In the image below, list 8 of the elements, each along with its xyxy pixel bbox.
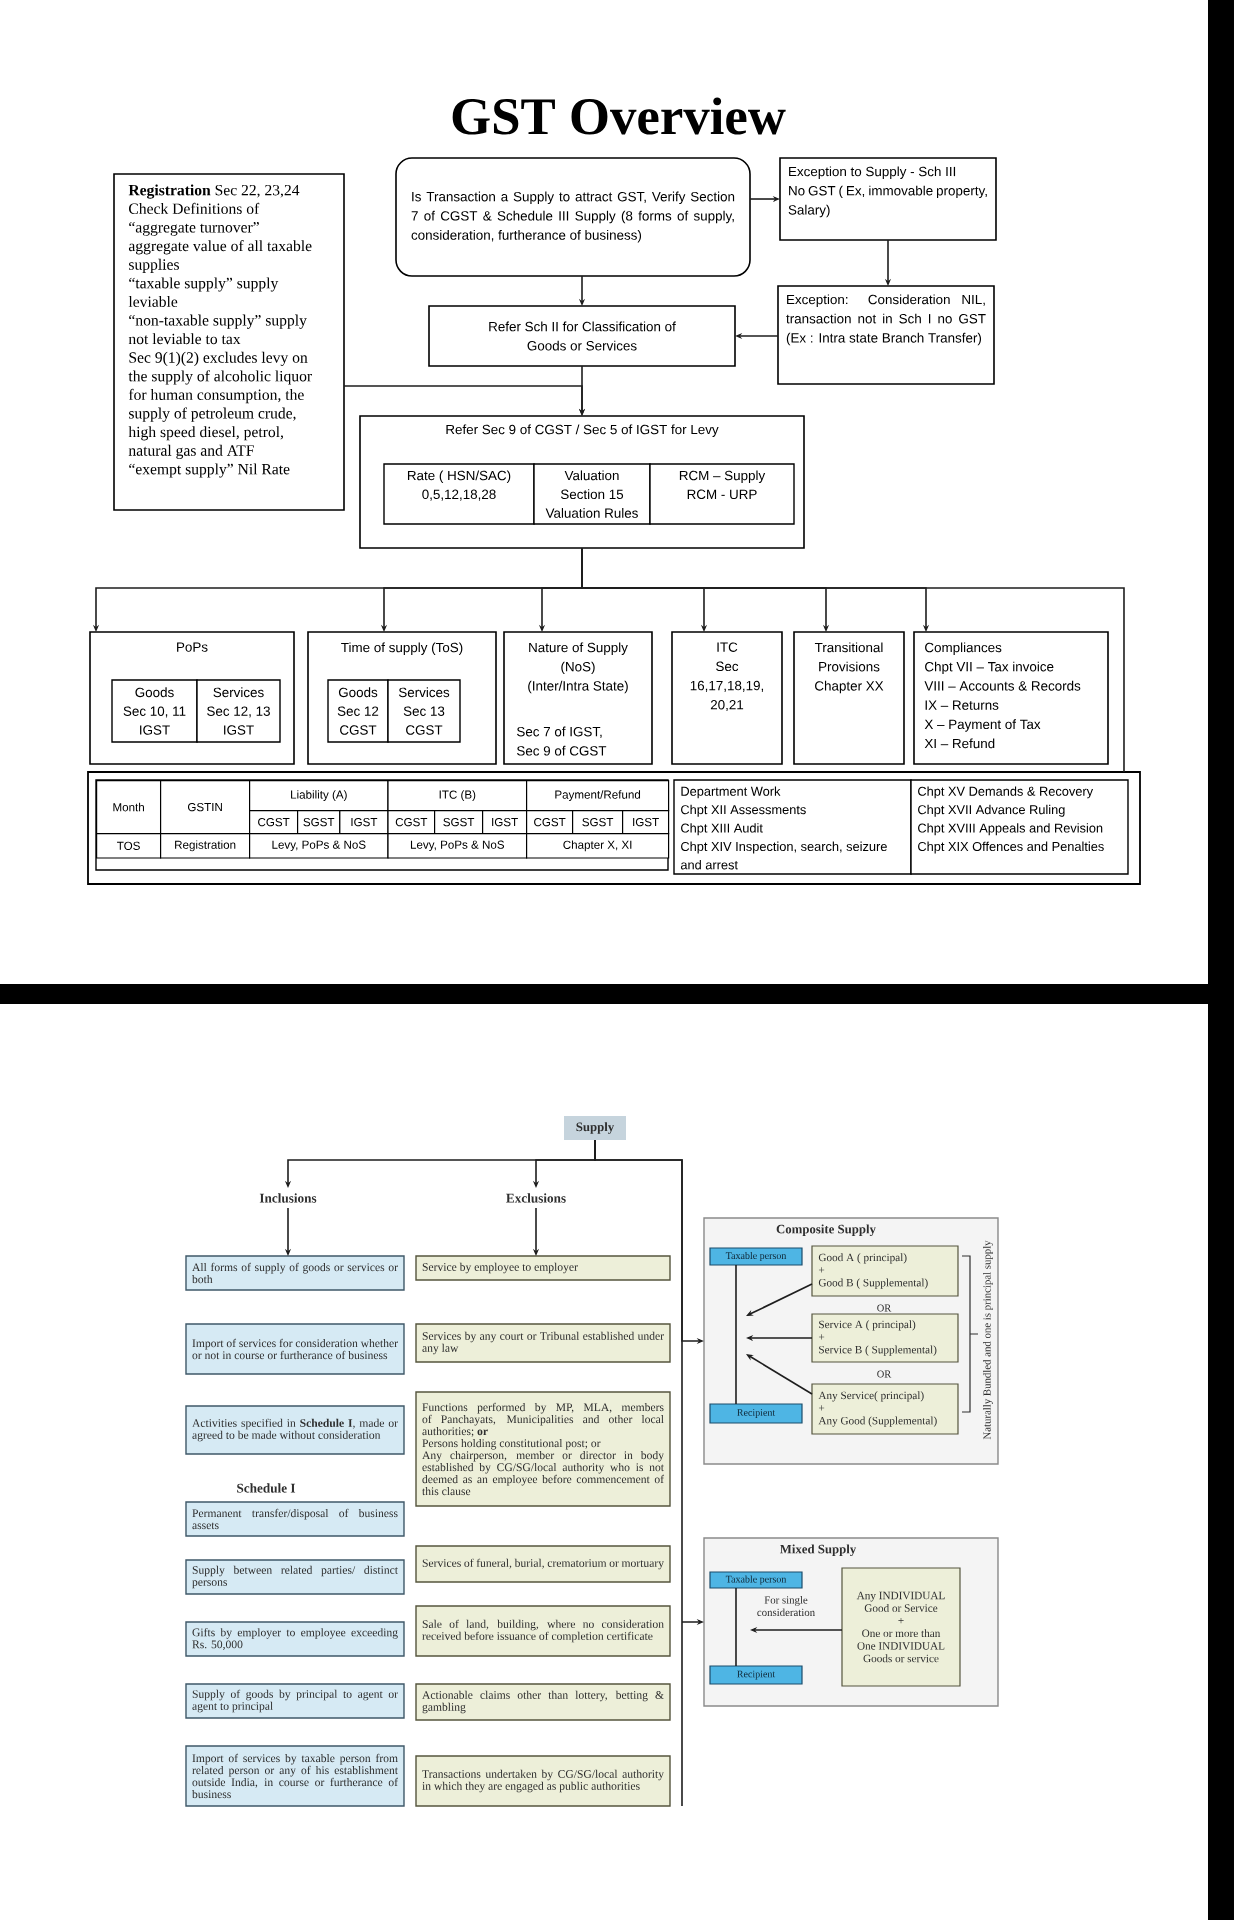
connector-line: [735, 1587, 737, 1667]
arrow: [746, 1283, 813, 1316]
table-panel: [87, 771, 1141, 885]
connector-line: [735, 1264, 737, 1405]
arrow: [343, 385, 586, 416]
title: GST Overview: [452, 97, 786, 135]
arrow: [594, 1139, 704, 1807]
arrow: [746, 1354, 813, 1395]
